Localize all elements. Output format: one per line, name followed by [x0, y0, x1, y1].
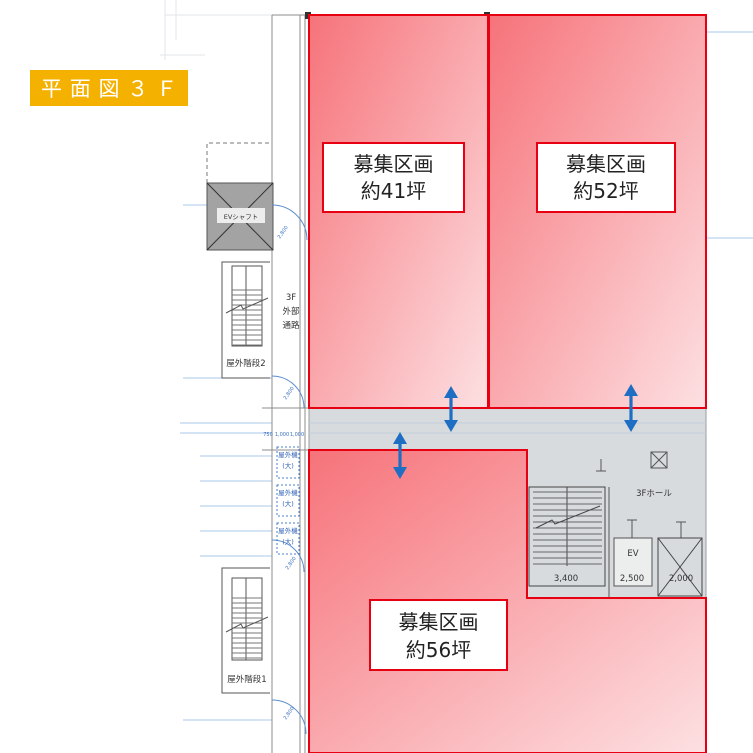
door-swing-arc	[271, 699, 307, 735]
ev-shaft-label: EVシャフト	[224, 213, 259, 221]
outdoor-stairs-1-label: 屋外階段1	[227, 674, 266, 685]
stairs-break-line	[225, 616, 269, 633]
door-swing-arc	[271, 204, 308, 241]
building-walls	[262, 14, 309, 753]
external-corridor-label: 3F 外部 通路	[282, 293, 300, 331]
elevator-label: EV	[627, 549, 638, 559]
outdoor-stairs-1	[221, 567, 270, 694]
hall-wall-lines	[596, 459, 686, 598]
section-label-frame	[322, 142, 465, 213]
section-area: 約41坪	[361, 179, 426, 203]
hall-stairs-break-line	[535, 505, 601, 529]
page-title: 平面図３Ｆ	[41, 77, 177, 101]
hall-vent-icon-cross	[650, 451, 668, 469]
access-arrow	[624, 384, 638, 432]
stairs-outline	[221, 261, 270, 379]
section-label-box-52: 募集区画 約52坪	[536, 142, 676, 213]
stairs-treads	[232, 289, 262, 346]
door-swing-arc	[271, 375, 305, 409]
hall-stairs-treads	[533, 491, 602, 565]
section-area: 約52坪	[573, 179, 638, 203]
outdoor-unit-label: 屋外機	[278, 450, 298, 459]
hall-stairs	[528, 486, 606, 587]
corridor-dimension: 1,000	[275, 432, 289, 438]
section-label-frame	[369, 599, 508, 671]
access-arrow	[393, 432, 407, 479]
outdoor-unit: 屋外機 (大)	[276, 446, 300, 479]
pipe-shaft-cross	[657, 537, 703, 597]
stairs-outline	[221, 567, 270, 694]
wall-lines	[262, 14, 309, 753]
section-label-frame	[536, 142, 676, 213]
elevator-dimension: 2,500	[620, 574, 644, 584]
outdoor-unit-box	[276, 446, 300, 479]
outdoor-unit-size: (大)	[282, 537, 294, 546]
access-arrow	[444, 386, 458, 432]
corridor-reference-lines	[309, 422, 706, 434]
section-label: 募集区画	[566, 152, 646, 176]
ev-shaft: EVシャフト	[206, 182, 274, 251]
section-label: 募集区画	[399, 610, 479, 634]
pipe-shaft-box	[657, 537, 703, 597]
section-area: 約56坪	[406, 638, 471, 662]
outdoor-unit-label: 屋外機	[278, 526, 298, 535]
elevator-car	[613, 537, 653, 587]
stairs-block	[231, 577, 263, 661]
section-label-box-41: 募集区画 約41坪	[322, 142, 465, 213]
outdoor-unit-size: (大)	[282, 461, 294, 470]
shaft-dimension: 2,000	[669, 574, 693, 584]
section-label-box-56: 募集区画 約56坪	[369, 599, 508, 671]
stairs-break-line	[225, 297, 269, 314]
section-label: 募集区画	[354, 152, 434, 176]
external-corridor-line: 通路	[282, 320, 300, 331]
title-badge	[30, 70, 188, 106]
ev-shaft-label-bg	[217, 208, 265, 223]
hall-vent-icon	[650, 451, 668, 469]
external-corridor-line: 外部	[282, 306, 300, 317]
hall-label: 3Fホール	[636, 489, 672, 499]
outdoor-unit-box	[276, 484, 300, 517]
external-corridor-line: 3F	[286, 293, 296, 303]
outdoor-unit: 屋外機 (大)	[276, 484, 300, 517]
stairs-treads	[232, 597, 262, 659]
door-swing-arcs	[271, 204, 308, 735]
stairs-block	[231, 265, 263, 347]
corridor-dimension: 1,000	[290, 432, 304, 438]
outdoor-stairs-2-label: 屋外階段2	[226, 358, 265, 369]
outdoor-unit-label: 屋外機	[278, 488, 298, 497]
outdoor-unit-box	[276, 522, 300, 555]
outdoor-unit: 屋外機 (大)	[276, 522, 300, 555]
corridor-dimension: 750	[263, 432, 273, 438]
blueprint-grid-lines	[160, 0, 272, 60]
grid-line	[160, 0, 272, 60]
stairs-dimension: 3,400	[554, 574, 578, 584]
outdoor-unit-size: (大)	[282, 499, 294, 508]
outdoor-stairs-2	[221, 261, 270, 379]
